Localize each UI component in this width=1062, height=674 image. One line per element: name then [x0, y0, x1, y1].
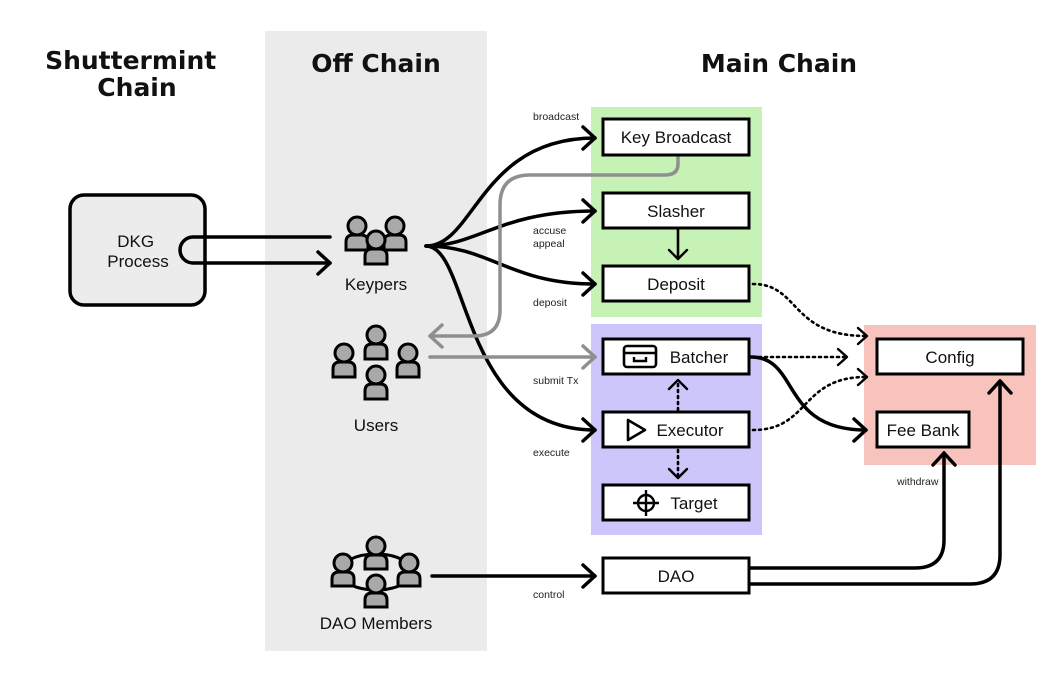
svg-text:Config: Config: [925, 348, 974, 367]
keypers-label: Keypers: [345, 275, 407, 294]
accuse-label: accuse: [533, 225, 566, 237]
dao-feebank-arrowhead: [931, 451, 957, 467]
executor-config-dotted: [751, 375, 868, 432]
key-to-users-arrowhead: [428, 323, 444, 349]
broadcast-label: broadcast: [533, 111, 579, 123]
executor-box: Executor: [601, 410, 751, 449]
keypers-deposit-arrow: [424, 244, 597, 286]
dao-feebank-arrow: [749, 451, 946, 570]
submit-arrowhead: [581, 344, 597, 370]
dkg-loop-line: [178, 235, 332, 265]
dao-members-label: DAO Members: [320, 614, 432, 633]
config-box: Config: [875, 337, 1025, 376]
shuttermint-chain-title: Shuttermint Chain: [45, 46, 225, 102]
off-chain-title: Off Chain: [311, 49, 441, 78]
batcher-feebank-arrow: [749, 355, 868, 432]
fee-bank-box: Fee Bank: [875, 410, 971, 449]
crosshair-icon: [633, 490, 659, 516]
deposit-arrowhead: [581, 271, 597, 297]
slasher-arrowhead: [581, 198, 597, 224]
svg-text:Key Broadcast: Key Broadcast: [621, 128, 732, 147]
execute-label: execute: [533, 447, 570, 459]
dao-box: DAO: [601, 556, 751, 595]
dao-config-arrow: [749, 379, 1002, 586]
dkg-process-label: DKG Process: [107, 232, 168, 271]
executor-config-arrowhead: [856, 367, 869, 387]
svg-text:Executor: Executor: [656, 421, 723, 440]
control-arrowhead: [581, 563, 597, 589]
dao-members-icon: [330, 535, 422, 609]
svg-text:Target: Target: [670, 494, 718, 513]
svg-text:Batcher: Batcher: [670, 348, 729, 367]
submit-tx-label: submit Tx: [533, 375, 579, 387]
keypers-icon: [344, 215, 408, 266]
deposit-config-dotted: [751, 282, 868, 338]
batcher-feebank-arrowhead: [852, 417, 868, 443]
keypers-broadcast-arrow: [424, 136, 597, 248]
appeal-label: appeal: [533, 238, 565, 250]
deposit-label: deposit: [533, 297, 567, 309]
dao-config-arrowhead: [987, 379, 1013, 395]
svg-text:DAO: DAO: [658, 567, 695, 586]
executor-arrowhead: [581, 417, 597, 443]
dkg-process-box: [68, 193, 207, 307]
slasher-deposit-arrowhead: [667, 248, 689, 261]
slasher-box: Slasher: [601, 191, 751, 230]
svg-text:Fee Bank: Fee Bank: [887, 421, 960, 440]
keypers-slasher-arrow: [424, 209, 597, 248]
executor-target-arrowhead: [667, 467, 689, 480]
batcher-config-arrowhead: [836, 347, 849, 367]
key-broadcast-box: Key Broadcast: [601, 117, 751, 157]
svg-text:Slasher: Slasher: [647, 202, 705, 221]
users-label: Users: [354, 416, 398, 435]
withdraw-label: withdraw: [896, 476, 939, 488]
deposit-config-arrowhead: [856, 326, 869, 346]
main-chain-title: Main Chain: [701, 49, 857, 78]
play-triangle-icon: [626, 418, 647, 442]
keypers-executor-arrow: [424, 244, 597, 432]
deposit-box: Deposit: [601, 264, 751, 303]
inbox-tray-icon: [622, 344, 658, 369]
users-icon: [331, 324, 421, 401]
target-box: Target: [601, 483, 751, 522]
key-to-users-arrow: [428, 155, 680, 338]
control-label: control: [533, 589, 565, 601]
executor-batcher-arrowhead: [667, 378, 689, 391]
dkg-loop-arrowhead: [316, 250, 332, 276]
broadcast-arrowhead: [581, 125, 597, 151]
batcher-box: Batcher: [601, 337, 751, 376]
svg-text:Deposit: Deposit: [647, 275, 705, 294]
